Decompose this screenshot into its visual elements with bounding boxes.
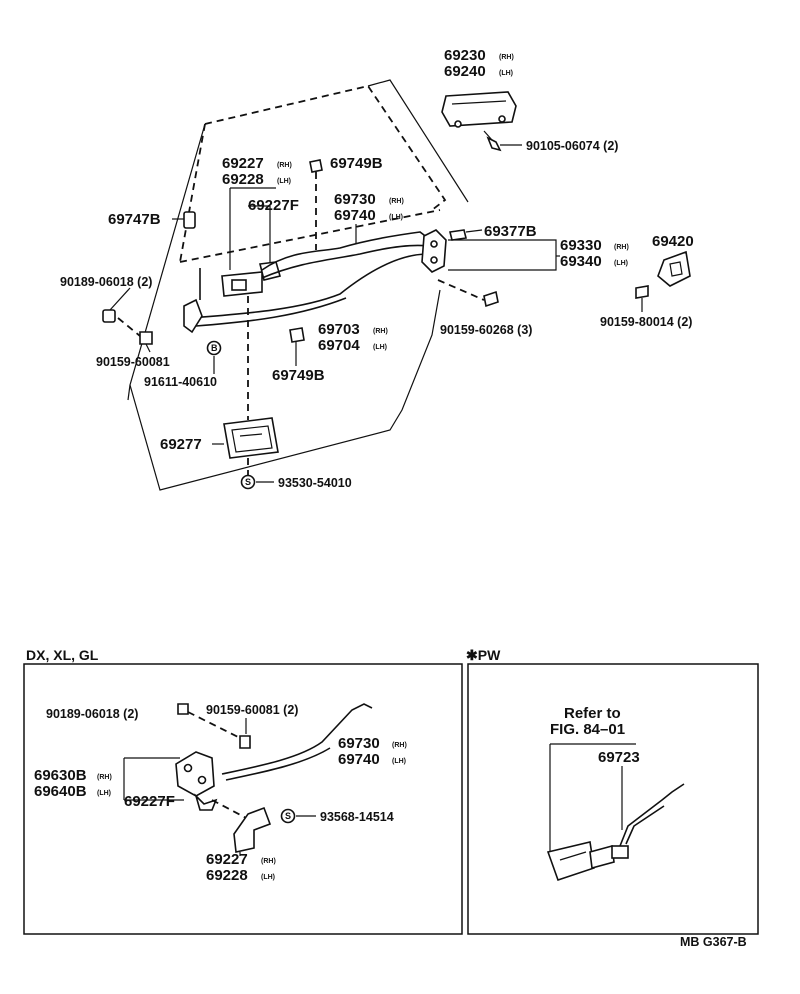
suffix-rh: (RH) xyxy=(614,244,629,251)
panel-dx-xl-gl xyxy=(23,663,463,935)
suffix-rh: (RH) xyxy=(389,198,404,205)
suffix-rh: (RH) xyxy=(499,54,514,61)
label-93568-14514: 93568-14514 xyxy=(320,810,394,824)
suffix-lh: (LH) xyxy=(392,758,406,765)
label-93530-54010: 93530-54010 xyxy=(278,476,352,490)
clip-90189-part xyxy=(102,309,116,323)
label-69377b: 69377B xyxy=(484,223,537,240)
label-69340: 69340 xyxy=(560,253,602,270)
label-fig-84-01: FIG. 84–01 xyxy=(550,721,625,738)
clip-90189-dx-part xyxy=(177,703,189,715)
diagram-code: MB G367-B xyxy=(680,935,747,949)
label-91611-40610: 91611-40610 xyxy=(144,375,217,389)
label-69730-dx: 69730 xyxy=(338,735,380,752)
label-69703: 69703 xyxy=(318,321,360,338)
outside-handle-part xyxy=(441,91,517,152)
suffix-rh: (RH) xyxy=(392,742,407,749)
door-outline xyxy=(127,79,469,491)
label-90159-60268: 90159-60268 (3) xyxy=(440,323,532,337)
screw-90159-dx-part xyxy=(239,735,251,749)
screw-90159-80014-part xyxy=(635,285,649,299)
clip-69747b-part xyxy=(183,211,196,229)
marker-s-icon xyxy=(240,474,256,490)
suffix-rh: (RH) xyxy=(277,162,292,169)
screw-90159-60081-part xyxy=(139,331,153,345)
label-69420: 69420 xyxy=(652,233,694,250)
label-69228-dx: 69228 xyxy=(206,867,248,884)
label-refer-to: Refer to xyxy=(564,705,621,722)
label-69730: 69730 xyxy=(334,191,376,208)
label-69227f: 69227F xyxy=(248,197,299,214)
label-90189-06018: 90189-06018 (2) xyxy=(60,275,152,289)
section-title-pw: ✱PW xyxy=(466,647,501,663)
label-69747b: 69747B xyxy=(108,211,161,228)
label-69723: 69723 xyxy=(598,749,640,766)
marker-s-dx-icon xyxy=(280,808,296,824)
inside-lever-assembly xyxy=(183,231,429,334)
label-90105-06074: 90105-06074 (2) xyxy=(526,139,618,153)
clip-69749b-bottom-part xyxy=(289,327,305,343)
label-90189-06018-dx: 90189-06018 (2) xyxy=(46,707,138,721)
marker-b-label: B xyxy=(211,343,218,353)
suffix-rh: (RH) xyxy=(261,858,276,865)
lock-assembly-dx-part xyxy=(175,751,218,811)
label-69749b: 69749B xyxy=(330,155,383,172)
screw-90159-60268-part xyxy=(483,290,499,308)
actuator-69723-part xyxy=(546,783,685,882)
lever-69227-dx-part xyxy=(233,806,272,853)
label-90159-60081-dx: 90159-60081 (2) xyxy=(206,703,298,717)
clip-69749b-top-part xyxy=(309,159,323,173)
inside-handle-bezel-part xyxy=(223,417,279,459)
label-69230: 69230 xyxy=(444,47,486,64)
label-69227f-dx: 69227F xyxy=(124,793,175,810)
label-90159-80014: 90159-80014 (2) xyxy=(600,315,692,329)
label-69740: 69740 xyxy=(334,207,376,224)
label-69704: 69704 xyxy=(318,337,360,354)
suffix-lh: (LH) xyxy=(499,70,513,77)
marker-b-icon xyxy=(206,340,222,356)
suffix-lh: (LH) xyxy=(97,790,111,797)
label-69277: 69277 xyxy=(160,436,202,453)
label-69228: 69228 xyxy=(222,171,264,188)
label-69749b-lower: 69749B xyxy=(272,367,325,384)
label-69640b: 69640B xyxy=(34,783,87,800)
suffix-lh: (LH) xyxy=(389,214,403,221)
label-69740-dx: 69740 xyxy=(338,751,380,768)
section-title-dx-xl-gl: DX, XL, GL xyxy=(26,647,99,663)
label-69227-dx: 69227 xyxy=(206,851,248,868)
label-69240: 69240 xyxy=(444,63,486,80)
marker-s-label: S xyxy=(245,477,251,487)
suffix-lh: (LH) xyxy=(277,178,291,185)
label-90159-60081: 90159-60081 xyxy=(96,355,170,369)
suffix-lh: (LH) xyxy=(373,344,387,351)
label-69330: 69330 xyxy=(560,237,602,254)
door-lock-part xyxy=(421,229,447,273)
label-69630b: 69630B xyxy=(34,767,87,784)
suffix-rh: (RH) xyxy=(373,328,388,335)
label-69227: 69227 xyxy=(222,155,264,172)
panel-pw xyxy=(467,663,759,935)
suffix-lh: (LH) xyxy=(614,260,628,267)
marker-s-dx-label: S xyxy=(285,811,291,821)
suffix-rh: (RH) xyxy=(97,774,112,781)
clip-69377b-part xyxy=(449,229,467,241)
striker-part xyxy=(657,250,691,287)
suffix-lh: (LH) xyxy=(261,874,275,881)
